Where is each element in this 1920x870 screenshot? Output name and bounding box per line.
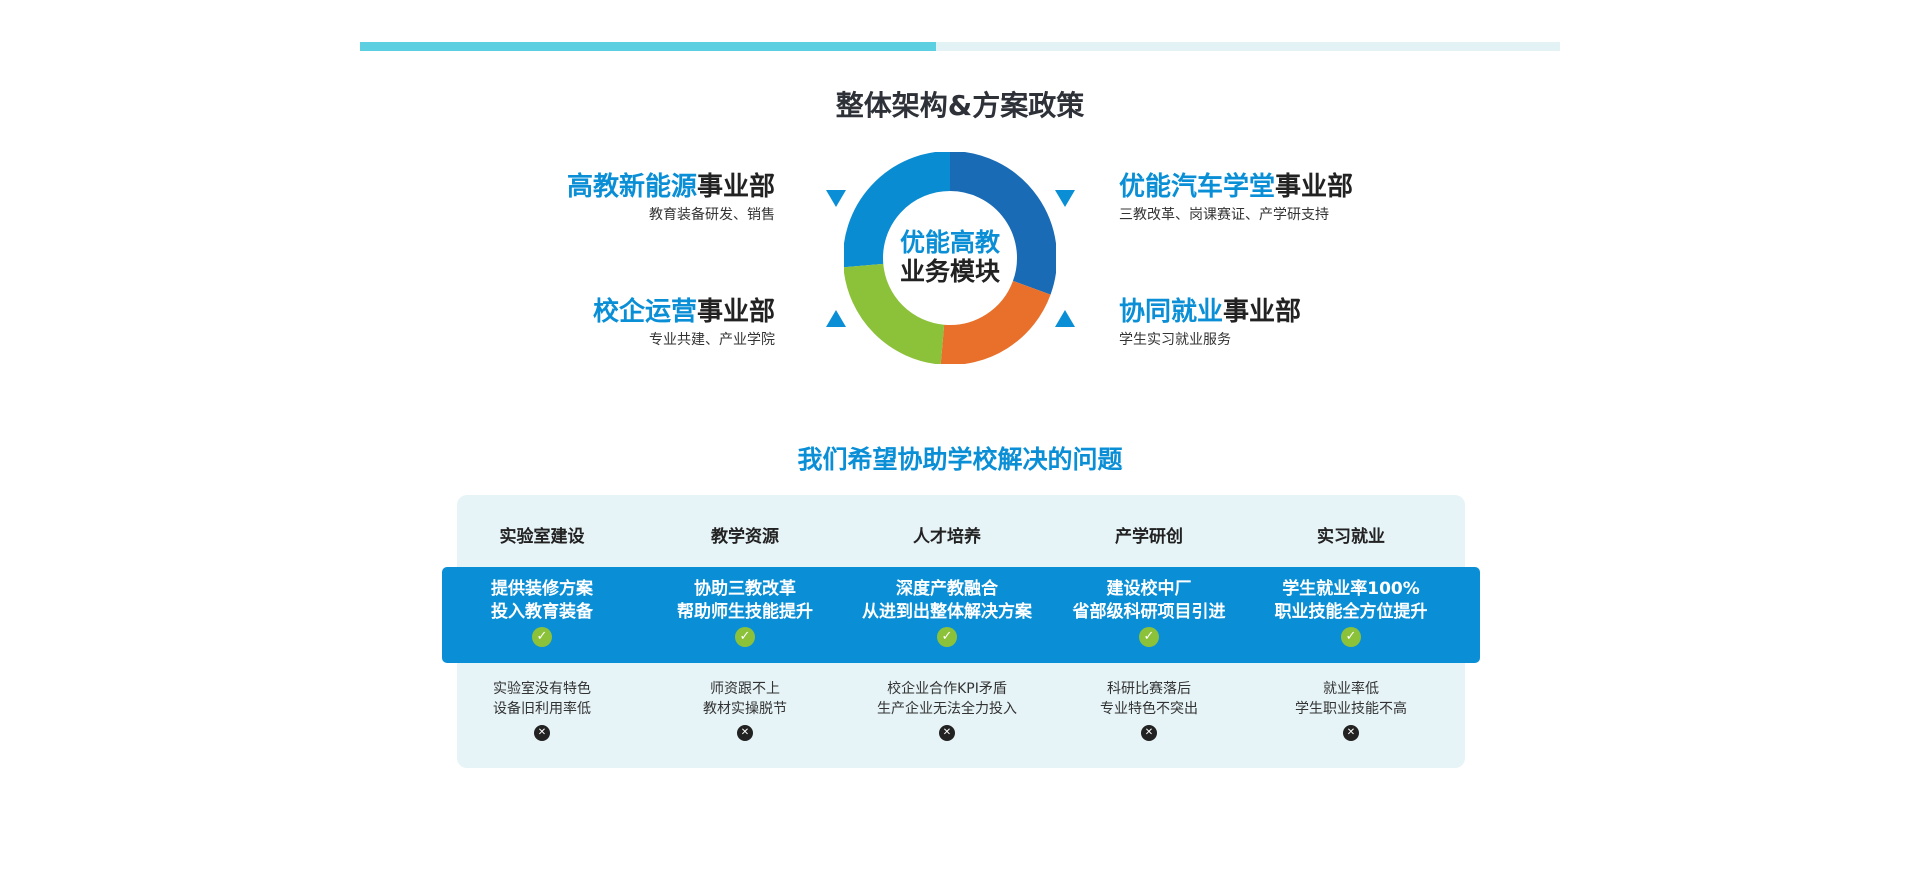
solutions-band [442,567,1480,663]
check-circle-icon: ✓ [937,627,957,647]
triangle-up-icon [826,310,846,327]
x-circle-icon: ✕ [939,725,955,741]
solution-text: 协助三教改革帮助师生技能提升 [677,579,813,622]
triangle-down-icon [1055,190,1075,207]
x-circle-icon: ✕ [534,725,550,741]
unit-qiche-title: 优能汽车学堂事业部 [1119,172,1354,202]
solution-text: 学生就业率100%职业技能全方位提升 [1274,579,1428,622]
unit-gaojiao-desc: 教育装备研发、销售 [649,207,775,223]
check-circle-icon: ✓ [1341,627,1361,647]
check-circle-icon: ✓ [735,627,755,647]
check-circle-icon: ✓ [532,627,552,647]
problem-text: 校企业合作KPI矛盾生产企业无法全力投入 [877,681,1017,717]
column-header: 教学资源 [711,527,779,547]
x-circle-icon: ✕ [1141,725,1157,741]
section-title-architecture: 整体架构&方案政策 [835,89,1085,122]
unit-qiche-desc: 三教改革、岗课赛证、产学研支持 [1119,207,1329,223]
problem-text: 师资跟不上教材实操脱节 [703,681,787,717]
unit-xiaoqi-title: 校企运营事业部 [592,297,775,327]
ring-segment-gaojiao [844,152,951,268]
unit-xiaoqi-desc: 专业共建、产业学院 [649,332,775,348]
ring-center-line1: 优能高教 [899,228,1000,257]
triangle-down-icon [826,190,846,207]
progress-track [360,42,1560,51]
ring-segment-qiche [949,152,1056,295]
section-title-problems: 我们希望协助学校解决的问题 [797,445,1123,474]
check-circle-icon: ✓ [1139,627,1159,647]
x-circle-icon: ✕ [737,725,753,741]
unit-jiuye-title: 协同就业事业部 [1119,297,1302,327]
solution-text: 建设校中厂省部级科研项目引进 [1072,579,1226,622]
x-circle-icon: ✕ [1343,725,1359,741]
column-header: 产学研创 [1115,527,1183,547]
ring-segment-jiuye [940,280,1051,364]
business-ring [844,152,1056,364]
ring-segment-xiaoqi [844,263,945,364]
problem-text: 实验室没有特色设备旧利用率低 [493,681,591,717]
progress-fill [360,42,936,51]
ring-center-label: 优能高教 业务模块 [850,228,1050,286]
problem-text: 科研比赛落后专业特色不突出 [1100,681,1198,717]
solution-text: 提供装修方案投入教育装备 [491,579,593,622]
column-header: 实习就业 [1317,527,1385,547]
triangle-up-icon [1055,310,1075,327]
column-header: 人才培养 [913,527,981,547]
problem-text: 就业率低学生职业技能不高 [1295,681,1407,717]
column-header: 实验室建设 [499,527,585,547]
solution-text: 深度产教融合从进到出整体解决方案 [862,579,1032,622]
unit-gaojiao-title: 高教新能源事业部 [566,172,775,202]
unit-jiuye-desc: 学生实习就业服务 [1119,332,1231,348]
ring-center-line2: 业务模块 [899,257,1000,286]
